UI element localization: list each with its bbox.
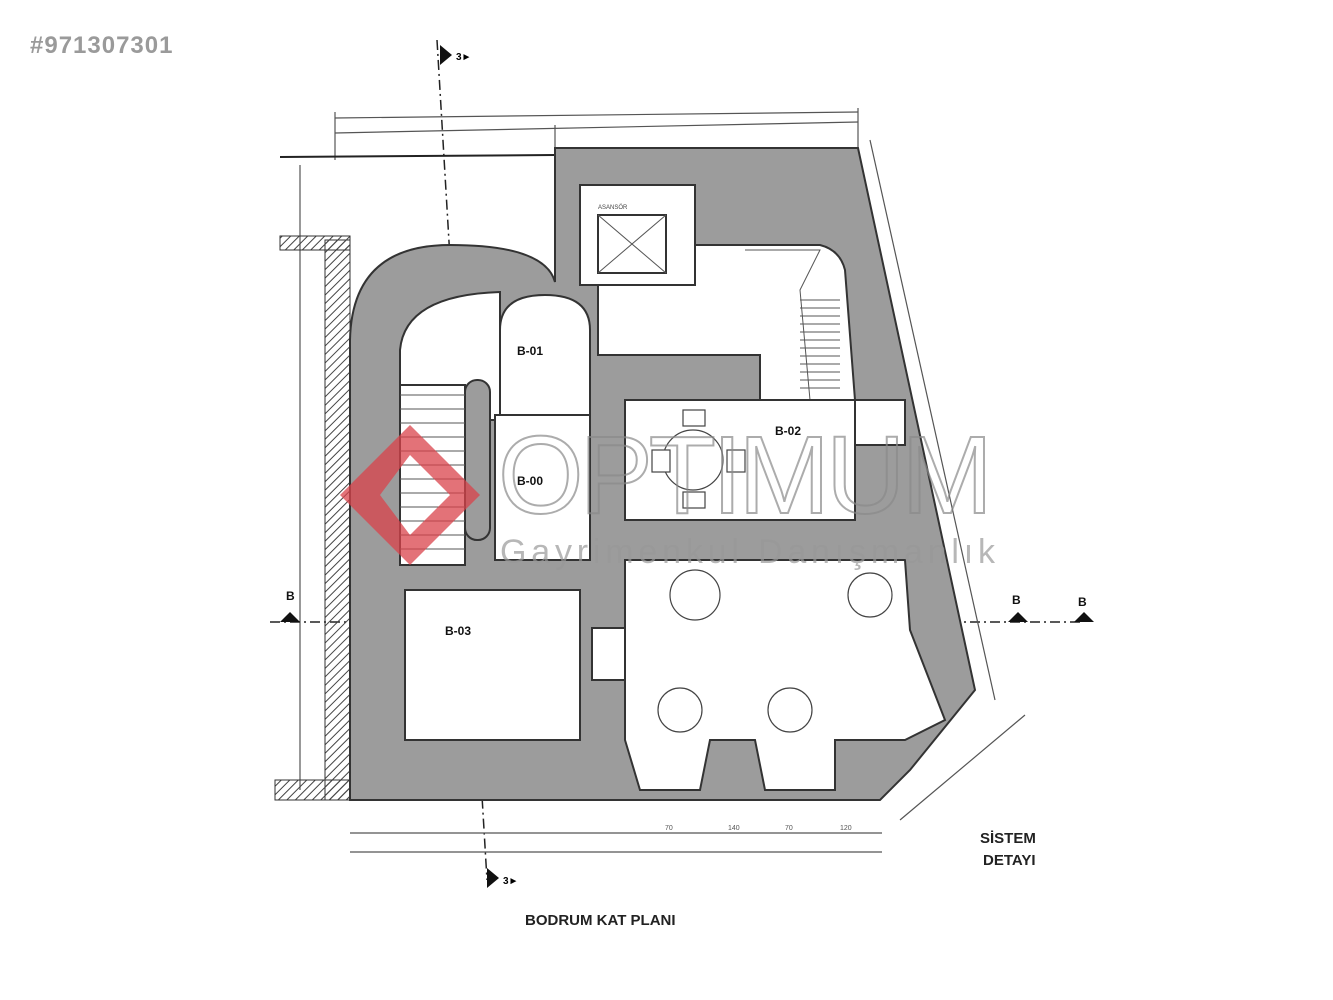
- detail-title-line1: SİSTEM: [980, 830, 1036, 847]
- bottom-dimensions: 70 140 70 120: [350, 825, 882, 853]
- section-arrow-top: 3►: [440, 45, 471, 65]
- elevator: ASANSÖR: [579, 184, 696, 286]
- watermark-tagline: Gayrimenkul Danışmanlık: [500, 533, 996, 571]
- watermark-brand: OPTIMUM: [498, 414, 993, 537]
- top-dimensions: [299, 108, 859, 790]
- section-marker-detail: B: [1074, 595, 1094, 622]
- room-label-b00: B-00: [517, 474, 543, 488]
- svg-text:140: 140: [728, 825, 740, 832]
- svg-text:120: 120: [840, 825, 852, 832]
- straight-stair-right: [745, 249, 840, 401]
- svg-text:B: B: [1012, 593, 1021, 607]
- plan-title: BODRUM KAT PLANI: [525, 912, 676, 929]
- section-marker-left: B: [280, 589, 300, 622]
- svg-text:3►: 3►: [503, 876, 518, 887]
- svg-text:3►: 3►: [456, 52, 471, 63]
- listing-id: #971307301: [30, 32, 174, 59]
- room-label-b02: B-02: [775, 424, 801, 438]
- detail-title-line2: DETAYI: [983, 852, 1036, 869]
- svg-text:70: 70: [785, 825, 793, 832]
- dining-table-b02: [651, 409, 746, 509]
- room-label-b01: B-01: [517, 344, 543, 358]
- section-arrow-bottom: 3►: [487, 868, 518, 888]
- svg-text:B: B: [286, 589, 295, 603]
- room-b01: [499, 293, 591, 416]
- watermark-logo: [340, 425, 480, 565]
- retaining-wall: [324, 239, 351, 801]
- room-label-b03: B-03: [445, 624, 471, 638]
- elevator-label: ASANSÖR: [598, 204, 628, 211]
- svg-text:B: B: [1078, 595, 1087, 609]
- section-marker-right: B: [1008, 593, 1028, 622]
- table-main-1: [657, 569, 893, 733]
- room-b03: [404, 589, 581, 741]
- room-b00: [494, 414, 591, 561]
- svg-text:70: 70: [665, 825, 673, 832]
